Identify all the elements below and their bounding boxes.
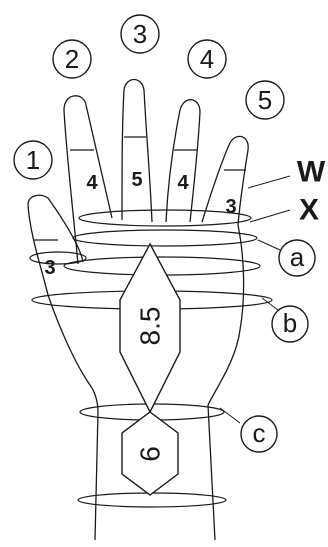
ring-forearm: [78, 493, 226, 507]
ring-c-label: c: [253, 418, 266, 448]
leader-a: [258, 240, 280, 250]
ring-b-label: b: [283, 308, 297, 338]
ring-x: [73, 230, 257, 246]
forearm-left-edge: [95, 412, 98, 540]
palm-right-edge: [208, 225, 244, 405]
finger-1-measurement: 3: [44, 257, 55, 279]
palm-measurement: 8.5: [135, 307, 166, 346]
leader-x: [250, 210, 290, 222]
palm-left-edge: [48, 295, 98, 412]
finger-4-measurement: 4: [177, 172, 189, 194]
finger-3-measurement: 5: [131, 169, 142, 191]
leader-w: [248, 176, 290, 188]
finger-3-number: 3: [133, 19, 147, 49]
ring-finger-outline: [166, 100, 200, 222]
finger-5-measurement: 3: [225, 196, 236, 218]
ring-a-label: a: [290, 242, 305, 272]
wrist-measurement: 6: [135, 446, 166, 462]
row-label-w: W: [297, 156, 326, 189]
finger-2-measurement: 4: [86, 172, 98, 194]
leader-b: [262, 298, 278, 310]
middle-finger-outline: [122, 80, 152, 223]
finger-4-number: 4: [200, 44, 214, 74]
thumb-outline: [28, 195, 83, 295]
forearm-right-edge: [208, 405, 215, 540]
finger-5-number: 5: [258, 85, 272, 115]
finger-2-number: 2: [65, 44, 79, 74]
finger-1-number: 1: [26, 145, 40, 175]
leader-c: [220, 408, 240, 423]
row-label-x: X: [299, 194, 319, 227]
